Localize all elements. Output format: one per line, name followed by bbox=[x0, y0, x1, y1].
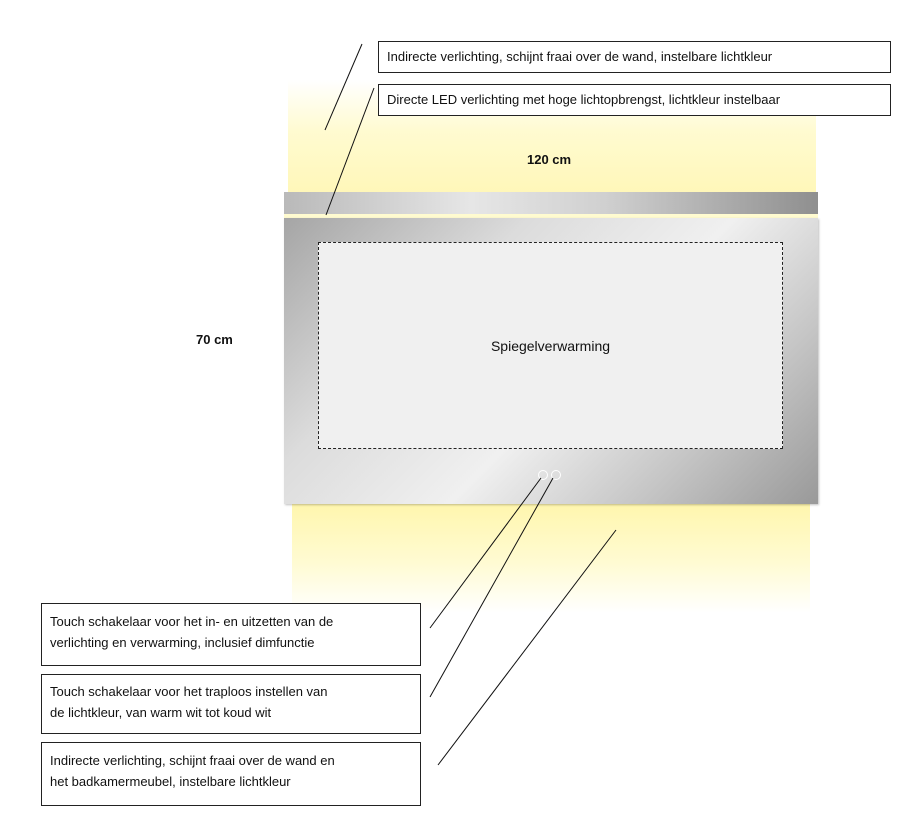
indirect-light-glow-bottom bbox=[292, 503, 810, 613]
height-dimension-label: 70 cm bbox=[196, 332, 233, 347]
touch-switch-power[interactable] bbox=[538, 470, 548, 480]
heating-label: Spiegelverwarming bbox=[490, 337, 611, 354]
direct-led-line bbox=[284, 214, 818, 218]
callout-touch-color: Touch schakelaar voor het traploos inste… bbox=[41, 674, 421, 734]
callout-touch-color-line2: de lichtkleur, van warm wit tot koud wit bbox=[50, 705, 272, 720]
callout-touch-power: Touch schakelaar voor het in- en uitzett… bbox=[41, 603, 421, 666]
mirror-heating-zone: Spiegelverwarming bbox=[318, 242, 783, 449]
callout-indirect-bottom: Indirecte verlichting, schijnt fraai ove… bbox=[41, 742, 421, 806]
callout-indirect-top: Indirecte verlichting, schijnt fraai ove… bbox=[378, 41, 891, 73]
callout-touch-power-line2: verlichting en verwarming, inclusief dim… bbox=[50, 635, 315, 650]
mirror-top-strip bbox=[284, 192, 818, 214]
callout-indirect-bottom-line1: Indirecte verlichting, schijnt fraai ove… bbox=[50, 753, 335, 768]
width-dimension-label: 120 cm bbox=[527, 152, 572, 167]
callout-indirect-top-text: Indirecte verlichting, schijnt fraai ove… bbox=[387, 49, 773, 64]
callout-touch-power-line1: Touch schakelaar voor het in- en uitzett… bbox=[50, 614, 334, 629]
callout-direct-led-text: Directe LED verlichting met hoge lichtop… bbox=[387, 92, 781, 107]
callout-direct-led: Directe LED verlichting met hoge lichtop… bbox=[378, 84, 891, 116]
touch-switch-color[interactable] bbox=[551, 470, 561, 480]
callout-touch-color-line1: Touch schakelaar voor het traploos inste… bbox=[50, 684, 328, 699]
callout-indirect-bottom-line2: het badkamermeubel, instelbare lichtkleu… bbox=[50, 774, 291, 789]
